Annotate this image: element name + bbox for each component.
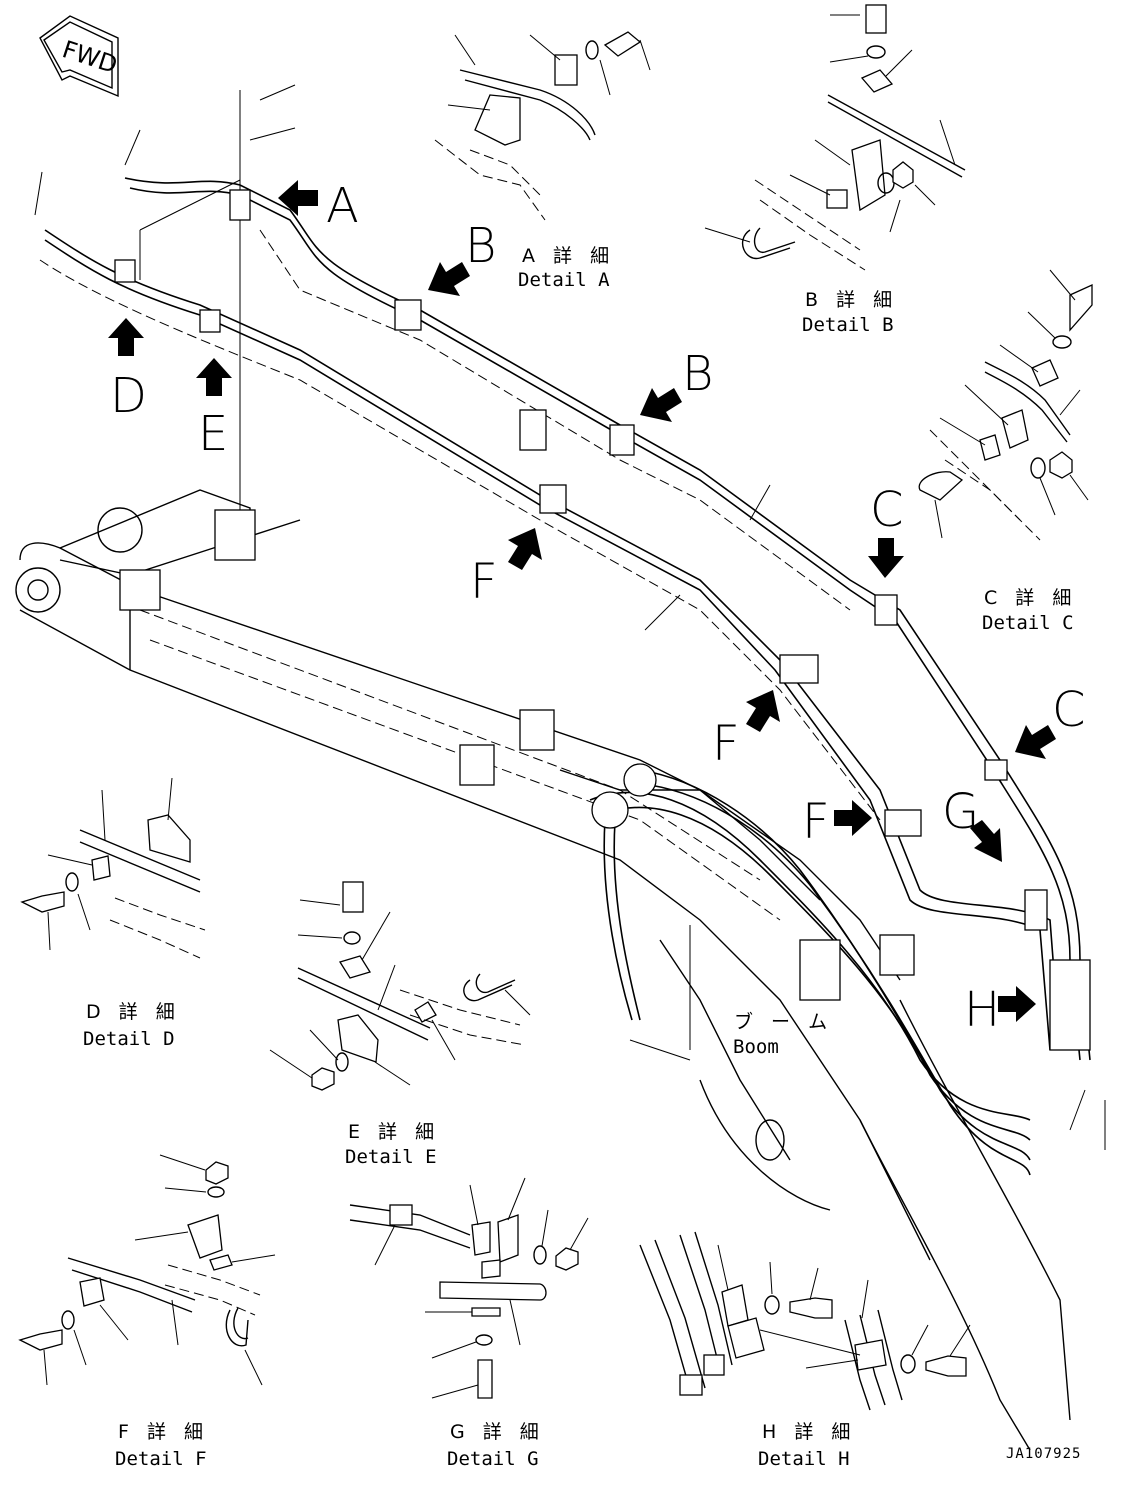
arrow-D [108,318,144,356]
callout-D: D [110,368,147,424]
detail-A-drawing [434,31,651,221]
pipe-clamps [114,189,1091,1051]
callout-letters: A B B C C D E F F F G H [110,178,1086,1038]
detail-E-jp: E 詳 細 [348,1121,440,1143]
detail-B-en: Detail B [802,314,894,336]
detail-G-jp: G 詳 細 [450,1421,545,1443]
detail-A-en: Detail A [518,269,610,291]
arrow-A [278,180,318,216]
detail-H-drawing [639,1231,971,1411]
callout-arrows [108,180,1056,1022]
callout-F2: F [712,716,740,772]
detail-B-drawing [704,4,966,271]
callout-B1: B [465,218,496,274]
detail-D-drawing [20,777,206,959]
detail-C-drawing [918,269,1093,541]
detail-D-en: Detail D [83,1028,175,1050]
boom-hoses [589,763,1031,1176]
arrow-C1 [868,538,904,578]
callout-G: G [942,784,979,840]
callout-C2: C [1052,682,1086,738]
arrow-F1 [508,528,542,570]
arrow-F3 [834,800,872,836]
boom-label-jp: ブ ー ム [734,1010,833,1033]
detail-E-drawing [269,881,531,1091]
detail-A-jp: A 詳 細 [522,245,615,267]
arrow-C2 [1015,725,1056,759]
detail-F-jp: F 詳 細 [118,1421,209,1443]
arrow-B1 [428,262,470,296]
detail-H-jp: H 詳 細 [762,1421,856,1443]
detail-C-en: Detail C [982,612,1074,634]
callout-F3: F [802,794,830,850]
callout-F1: F [470,554,498,610]
arrow-B2 [640,388,682,422]
detail-H-en: Detail H [758,1448,850,1470]
boom-label-en: Boom [733,1036,779,1058]
arrow-F2 [746,690,780,732]
arrow-E [196,358,232,396]
detail-F-en: Detail F [115,1448,207,1470]
detail-E-en: Detail E [345,1146,437,1168]
upper-pipe-lines [39,90,1091,1061]
forward-direction-indicator: FWD [39,15,121,98]
detail-G-en: Detail G [447,1448,539,1470]
callout-E: E [198,406,228,462]
callout-H: H [964,982,1000,1038]
arrow-H [998,986,1036,1022]
callout-B2: B [682,346,713,402]
detail-G-drawing [349,1177,589,1399]
detail-C-jp: C 詳 細 [984,587,1077,609]
callout-A: A [326,178,359,234]
figure-reference: JA107925 [1006,1446,1081,1462]
detail-F-drawing [18,1154,276,1386]
callout-C1: C [870,482,904,538]
leader-lines [34,84,1106,1150]
detail-B-jp: B 詳 細 [805,289,898,311]
detail-D-jp: D 詳 細 [86,1001,181,1023]
arrow-G [970,820,1002,862]
